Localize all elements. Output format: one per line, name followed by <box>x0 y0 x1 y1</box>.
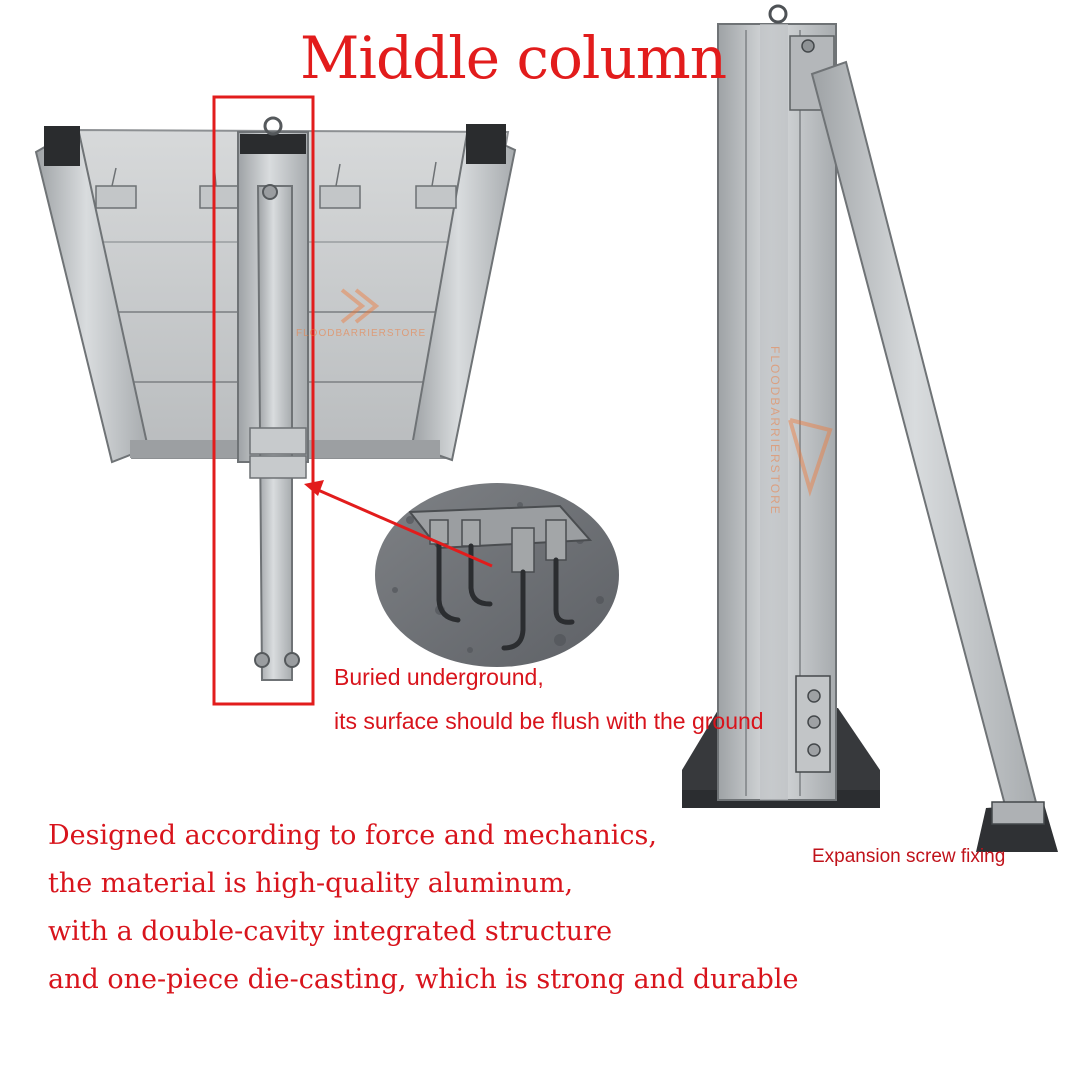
middle-column-post <box>237 116 309 681</box>
page-title: Middle column <box>300 24 727 92</box>
description-block: Designed according to force and mechanic… <box>48 812 798 1004</box>
standing-column <box>682 4 1058 852</box>
watermark-logo <box>340 288 833 497</box>
description-line: with a double-cavity integrated structur… <box>48 916 613 947</box>
description-line: the material is high-quality aluminum, <box>48 868 574 899</box>
watermark-text: FLOODBARRIERSTORE <box>296 328 427 339</box>
watermark-text-vertical: FLOODBARRIERSTORE <box>768 346 782 516</box>
highlight-box <box>212 95 315 706</box>
description-line: Designed according to force and mechanic… <box>48 820 657 851</box>
callout-line-2: its surface should be flush with the gro… <box>334 708 764 734</box>
callout-line-1: Buried underground, <box>334 664 544 690</box>
description-line: and one-piece die-casting, which is stro… <box>48 964 799 995</box>
callout-arrows <box>304 480 493 568</box>
expansion-screw-label: Expansion screw fixing <box>812 846 1006 867</box>
buried-base-photo <box>375 483 619 667</box>
